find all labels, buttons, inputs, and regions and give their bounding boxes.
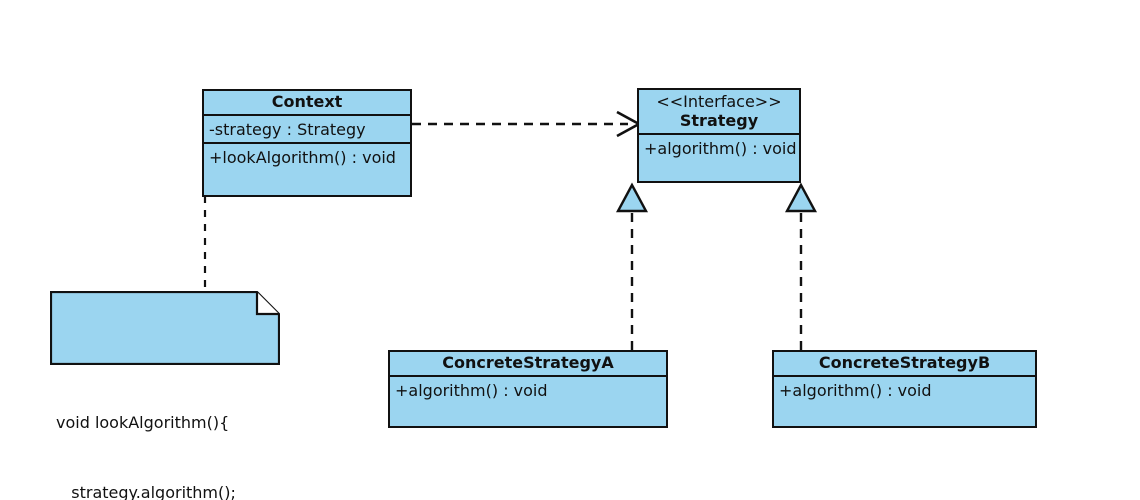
- class-operations-strategy: +algorithm() : void: [639, 135, 799, 181]
- operation-item: +algorithm() : void: [779, 381, 932, 400]
- class-name-label: Context: [271, 92, 343, 112]
- class-title-context: Context: [204, 91, 410, 116]
- note-line-1: void lookAlgorithm(){: [56, 412, 230, 432]
- class-name-label: ConcreteStrategyB: [818, 353, 991, 373]
- note-box-lookalgorithm[interactable]: void lookAlgorithm(){ strategy.algorithm…: [50, 291, 280, 500]
- operation-item: +algorithm() : void: [395, 381, 548, 400]
- class-title-strategy: <<Interface>> Strategy: [639, 90, 799, 135]
- class-operations-concretestrategyb: +algorithm() : void: [774, 377, 1035, 426]
- note-text-content: void lookAlgorithm(){ strategy.algorithm…: [50, 361, 280, 500]
- class-operations-concretestrategya: +algorithm() : void: [390, 377, 666, 426]
- class-box-strategy[interactable]: <<Interface>> Strategy +algorithm() : vo…: [637, 88, 801, 183]
- class-title-concretestrategya: ConcreteStrategyA: [390, 352, 666, 377]
- note-shape-folded-corner: [50, 291, 280, 365]
- operation-item: +lookAlgorithm() : void: [209, 148, 396, 167]
- class-operations-context: +lookAlgorithm() : void: [204, 144, 410, 195]
- class-stereotype-label: <<Interface>>: [656, 92, 782, 112]
- class-attributes-context: -strategy : Strategy: [204, 116, 410, 144]
- realization-concretestrategya-to-strategy: [615, 182, 649, 350]
- class-name-label: ConcreteStrategyA: [442, 353, 614, 373]
- note-line-2: strategy.algorithm();: [56, 482, 236, 500]
- class-box-concretestrategyb[interactable]: ConcreteStrategyB +algorithm() : void: [772, 350, 1037, 428]
- class-box-concretestrategya[interactable]: ConcreteStrategyA +algorithm() : void: [388, 350, 668, 428]
- operation-item: +algorithm() : void: [644, 139, 797, 158]
- class-box-context[interactable]: Context -strategy : Strategy +lookAlgori…: [202, 89, 412, 197]
- dependency-context-to-strategy: [412, 110, 642, 138]
- class-name-label: Strategy: [679, 110, 759, 130]
- realization-concretestrategyb-to-strategy: [784, 182, 818, 350]
- attribute-item: -strategy : Strategy: [209, 120, 366, 139]
- class-title-concretestrategyb: ConcreteStrategyB: [774, 352, 1035, 377]
